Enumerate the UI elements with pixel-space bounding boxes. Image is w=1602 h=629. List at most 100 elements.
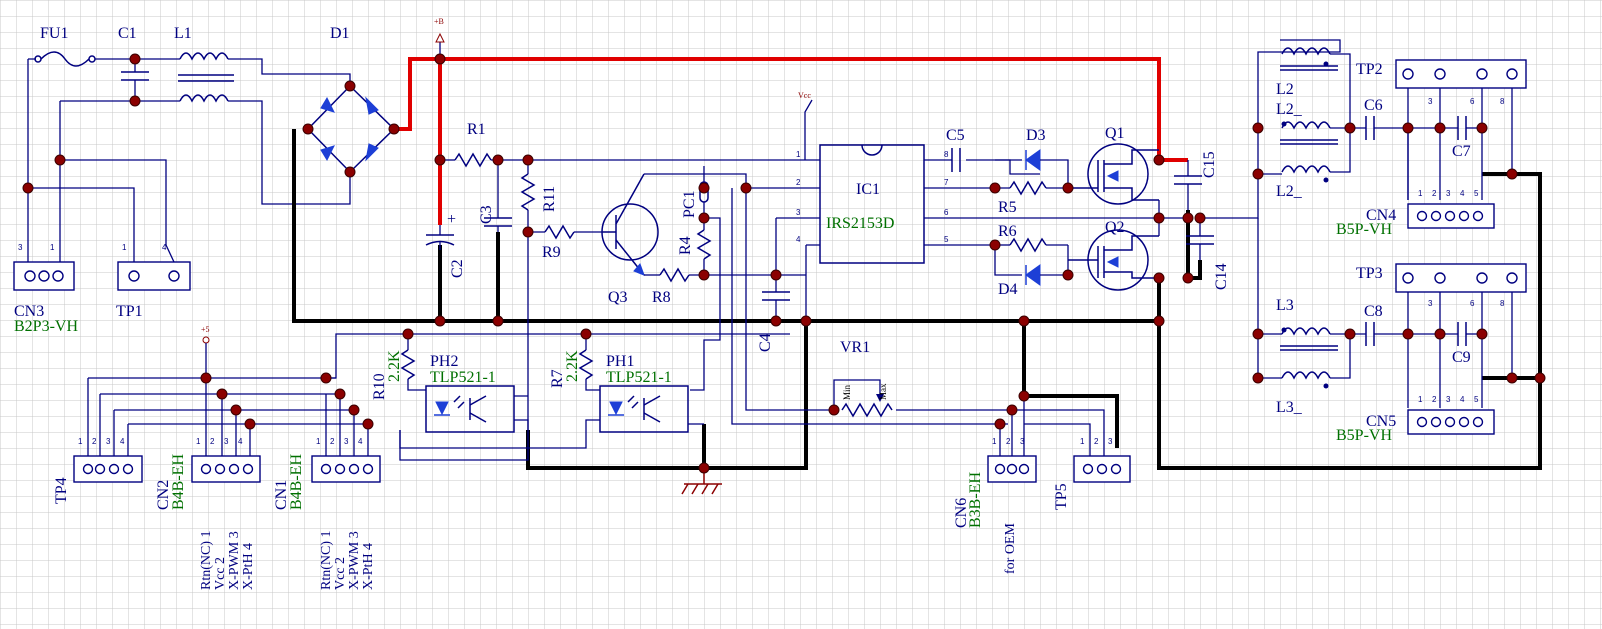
ic1-pin-2: 2 [796, 178, 801, 187]
tp2-label: TP2 [1356, 61, 1383, 78]
connector-tp4[interactable] [73, 455, 143, 483]
l1-label: L1 [174, 25, 192, 42]
ic1-pin-1: 1 [796, 150, 801, 159]
cn2-pin-1: 1 [196, 437, 201, 446]
capacitor-c5[interactable] [951, 148, 961, 172]
potentiometer-vr1[interactable] [833, 379, 893, 418]
cn5-pin-1: 1 [1418, 395, 1423, 404]
cn1-pin-2: 2 [330, 437, 335, 446]
ic1-pin-5: 5 [944, 235, 949, 244]
vr1-label: VR1 [840, 339, 870, 356]
cn1-pin-4: 4 [358, 437, 363, 446]
tp5-label: TP5 [1053, 483, 1070, 510]
tp4-pin-1: 1 [78, 437, 83, 446]
cn4-pin-2: 2 [1432, 189, 1437, 198]
ph1-part: TLP521-1 [606, 369, 672, 386]
l2c-label: L2_ [1276, 183, 1303, 200]
connector-tp1[interactable] [117, 261, 191, 291]
mosfet-q2[interactable] [1068, 229, 1159, 291]
cn6-pin-1: 1 [992, 437, 997, 446]
tp4-pin-3: 3 [106, 437, 111, 446]
cn2-signal-4: X-PtH 4 [241, 543, 256, 590]
optocoupler-ph2[interactable] [425, 385, 515, 433]
cn2-signal-2: Vcc 2 [213, 557, 228, 590]
resistor-r1[interactable] [454, 152, 492, 168]
resistor-r8[interactable] [659, 267, 690, 283]
cn4-pin-1: 1 [1418, 189, 1423, 198]
resistor-r10[interactable] [400, 349, 416, 380]
inductor-l3[interactable] [1280, 327, 1338, 389]
inductor-l1[interactable] [178, 52, 234, 103]
resistor-r11[interactable] [520, 173, 536, 211]
d1-label: D1 [330, 25, 350, 42]
resistor-r5[interactable] [1009, 180, 1047, 196]
c8-label: C8 [1364, 303, 1383, 320]
tp5-pin-3: 3 [1108, 437, 1113, 446]
r10-label: R10 [371, 373, 388, 400]
transistor-q3[interactable] [601, 173, 659, 276]
connector-tp5[interactable] [1073, 455, 1131, 483]
ph2-label: PH2 [430, 353, 458, 370]
cn4-pin-5: 5 [1474, 189, 1479, 198]
c14-label: C14 [1213, 263, 1230, 290]
cn5-pin-2: 2 [1432, 395, 1437, 404]
tp3-pin-6: 6 [1470, 299, 1475, 308]
l2a-label: L2 [1276, 81, 1294, 98]
connector-tp3[interactable] [1395, 263, 1527, 293]
connector-cn6[interactable] [987, 455, 1037, 483]
connector-cn3[interactable] [13, 261, 75, 291]
c2-plus: + [447, 211, 456, 228]
cn3-part: B2P3-VH [14, 318, 78, 335]
resistor-r6[interactable] [1009, 237, 1047, 253]
inductor-l2[interactable] [1280, 47, 1338, 183]
d4-label: D4 [998, 281, 1018, 298]
fu1-label: FU1 [40, 25, 68, 42]
r1-label: R1 [467, 121, 486, 138]
c5-label: C5 [946, 127, 965, 144]
resistor-r9[interactable] [544, 224, 575, 240]
resistor-r4[interactable] [696, 229, 712, 260]
tp1-label: TP1 [116, 303, 143, 320]
cn6-part: B3B-EH [967, 472, 984, 528]
tp1-pin-1: 1 [122, 243, 127, 252]
connector-cn5[interactable] [1407, 409, 1495, 435]
cn6-pin-2: 2 [1006, 437, 1011, 446]
c1-label: C1 [118, 25, 137, 42]
connector-cn2[interactable] [191, 455, 261, 483]
cn1-pin-3: 3 [344, 437, 349, 446]
c7-label: C7 [1452, 143, 1471, 160]
cn2-pin-3: 3 [224, 437, 229, 446]
cn2-pin-2: 2 [210, 437, 215, 446]
tp4-label: TP4 [53, 477, 70, 504]
ic1-label: IC1 [856, 181, 880, 198]
cn2-label: CN2 [155, 480, 172, 510]
plus-b-label: +B [434, 17, 444, 26]
c4-label: C4 [757, 333, 774, 352]
tp2-pin-6: 6 [1470, 97, 1475, 106]
cn4-pin-4: 4 [1460, 189, 1465, 198]
r10-value: 2.2K [386, 350, 403, 382]
connector-cn4[interactable] [1407, 203, 1495, 229]
cn5-pin-3: 3 [1446, 395, 1451, 404]
tp1-pin-4: 4 [162, 243, 167, 252]
l3a-label: L3 [1276, 297, 1294, 314]
ic1-part: IRS2153D [826, 215, 894, 232]
connector-cn1[interactable] [311, 455, 381, 483]
c3-label: C3 [478, 205, 495, 224]
ph1-label: PH1 [606, 353, 634, 370]
vcc-marker: Vcc [798, 91, 811, 100]
connector-tp2[interactable] [1395, 59, 1527, 89]
cn3-pin-1: 1 [50, 243, 55, 252]
tp5-pin-2: 2 [1094, 437, 1099, 446]
cn5-label: CN5 [1366, 413, 1396, 430]
l3b-label: L3_ [1276, 399, 1303, 416]
cn3-label: CN3 [14, 303, 44, 320]
r7-value: 2.2K [564, 350, 581, 382]
optocoupler-ph1[interactable] [599, 385, 689, 433]
cn1-signal-3: X-PWM 3 [347, 531, 362, 590]
tp4-pin-4: 4 [120, 437, 125, 446]
ic1-irs2153d[interactable] [819, 144, 925, 264]
resistor-r7[interactable] [578, 349, 594, 380]
for-oem-label: for OEM [1003, 523, 1018, 574]
